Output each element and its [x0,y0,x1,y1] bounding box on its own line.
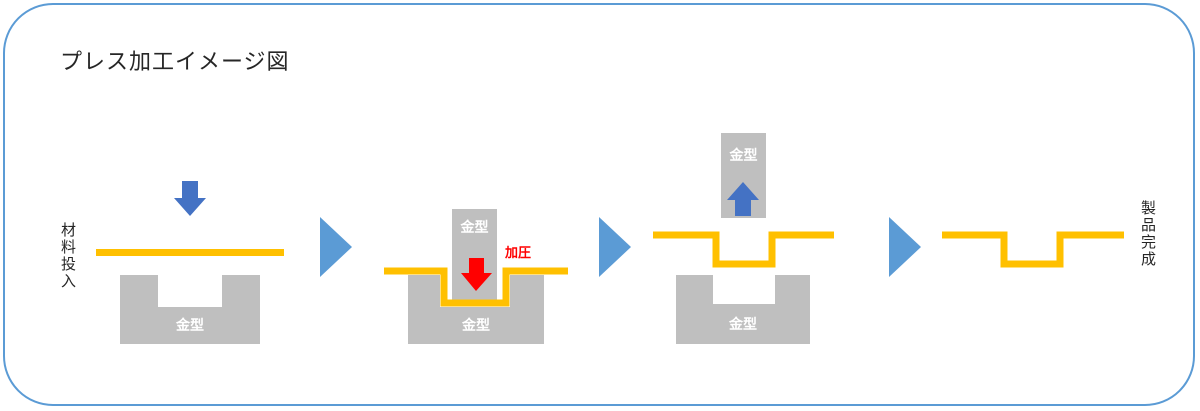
upper-die-1: 金型 [168,133,212,219]
lower-die-1 [120,275,260,344]
material-formed-3 [653,231,834,268]
die-label: 金型 [729,317,757,333]
lower-die-3 [676,275,810,344]
die-label: 金型 [460,220,489,236]
step-arrow-1-icon [320,217,352,277]
arrow-up-icon [727,182,759,216]
material-pressing-2 [384,267,568,307]
die-label: 金型 [176,150,204,166]
lower-die-2 [408,275,544,344]
product-complete-label: 製品完成 [1139,200,1157,268]
lower-die-3-label-box: 金型 [676,304,810,344]
material-input-label: 材料投入 [59,222,77,290]
die-label: 金型 [176,318,204,334]
press-label: 加圧 [505,246,532,261]
material-flat-1 [96,249,284,256]
step-arrow-2-icon [599,217,631,277]
finished-product-4 [942,231,1124,268]
lower-die-2-label-box: 金型 [408,307,544,344]
upper-die-3-label-box: 金型 [721,133,766,173]
die-label: 金型 [462,318,490,334]
arrow-down-icon [174,181,206,216]
die-label: 金型 [729,148,758,164]
upper-die-2-label-box: 金型 [452,209,497,239]
lower-die-1-label-box: 金型 [120,307,260,344]
diagram-title: プレス加工イメージ図 [60,50,290,75]
step-arrow-3-icon [889,217,921,277]
press-arrow-icon [461,258,492,291]
